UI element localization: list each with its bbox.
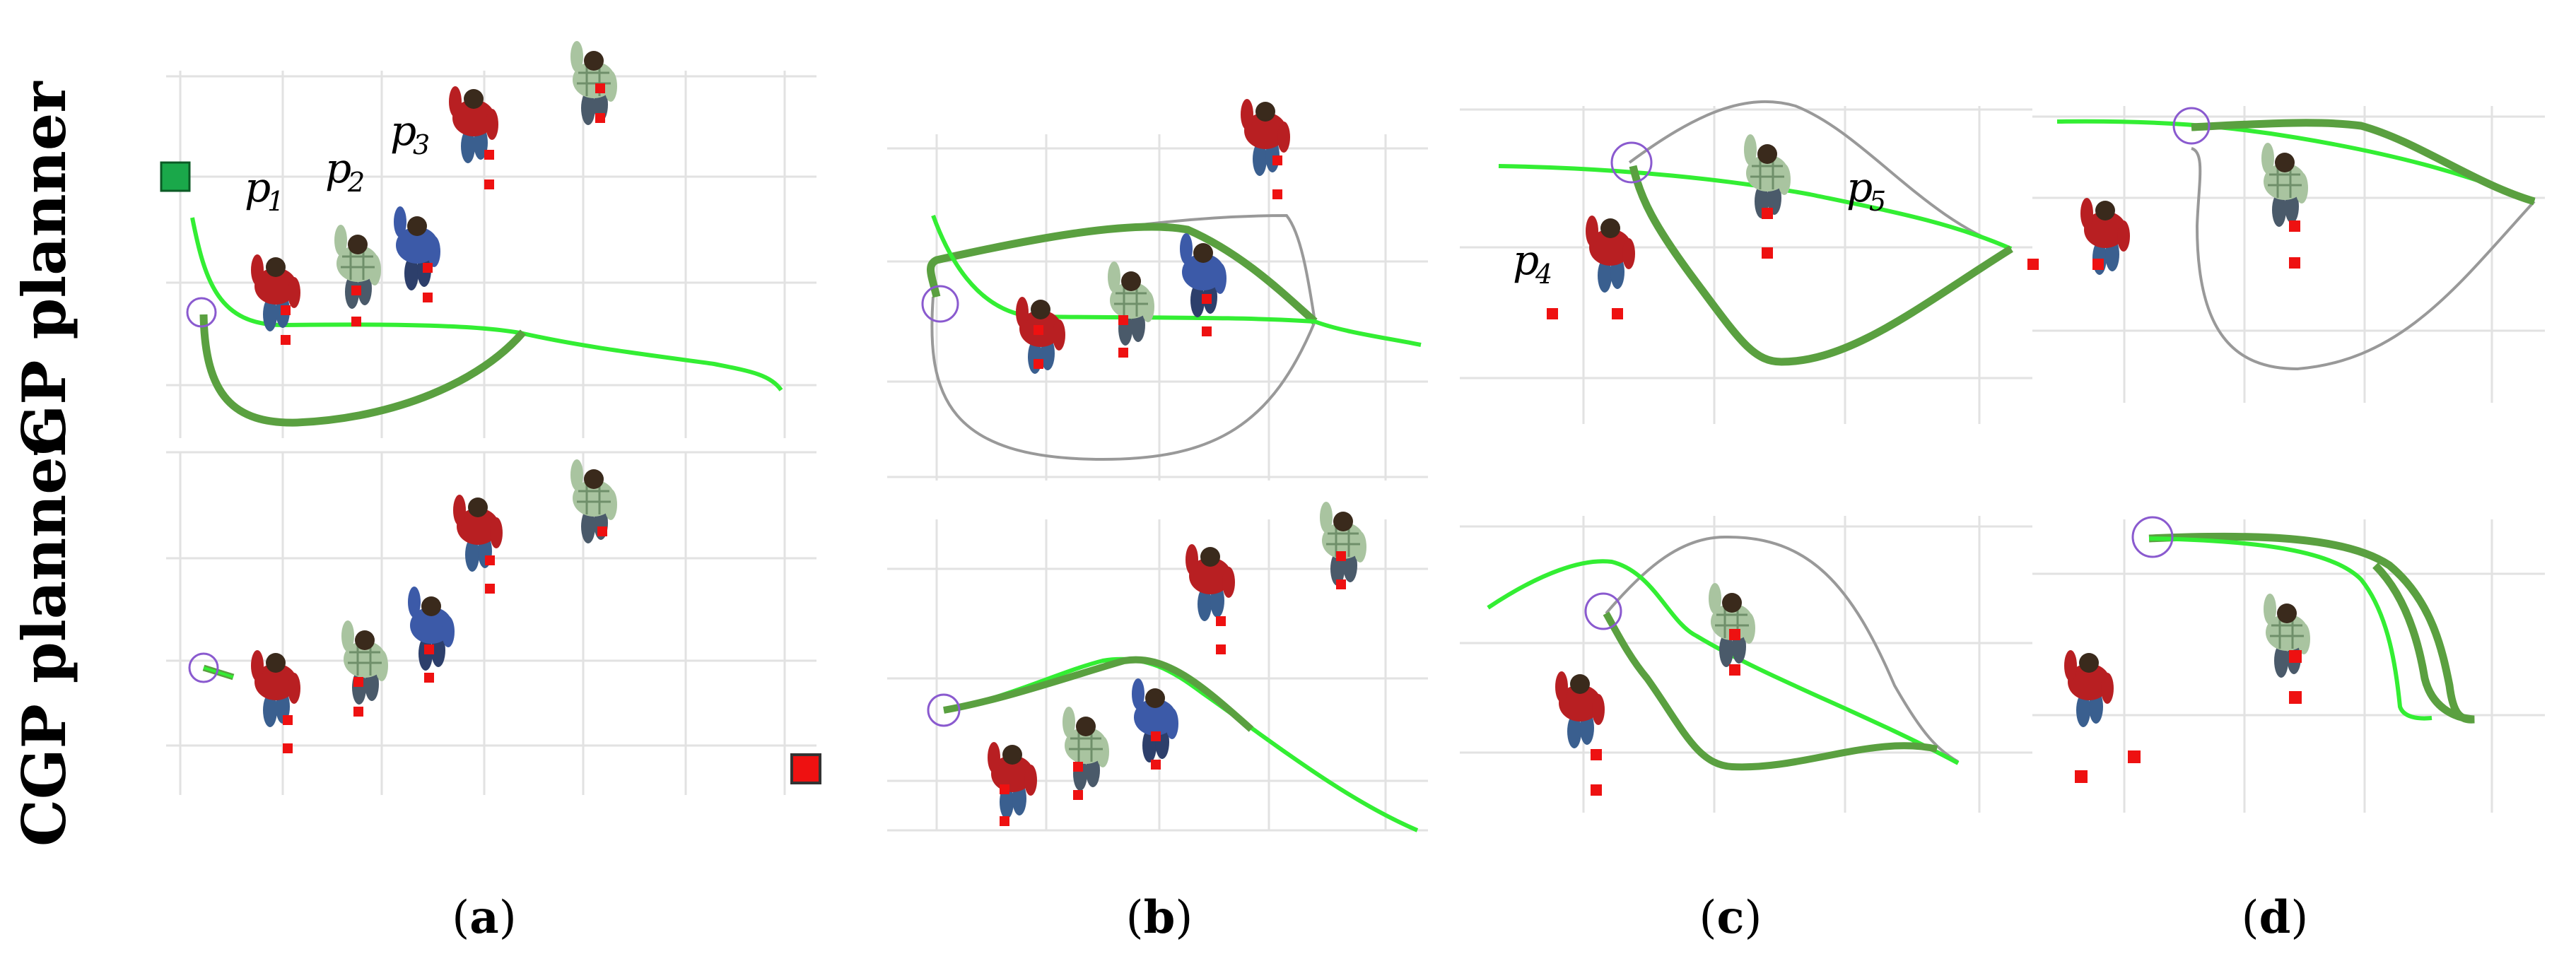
start-circle bbox=[927, 693, 961, 727]
pedestrian-p5 bbox=[569, 40, 619, 126]
path-gp-gray bbox=[1628, 100, 2012, 250]
path-cgp-dark bbox=[1603, 611, 1938, 771]
path-gp-dark bbox=[1629, 165, 2013, 366]
goal-markers-a-bottom bbox=[283, 526, 607, 753]
grid-b-top bbox=[887, 134, 1428, 481]
panel-c-bottom bbox=[1460, 516, 2032, 813]
path-cgp-light bbox=[1487, 559, 1960, 765]
goal-markers-c-bottom bbox=[1591, 629, 1740, 796]
pedestrian-p4 bbox=[1586, 216, 1635, 293]
caption-a: (a) bbox=[452, 891, 516, 944]
pedestrian-p4 bbox=[2080, 198, 2130, 275]
svg-text:2: 2 bbox=[347, 167, 365, 198]
row-label-cgp: CGP planner bbox=[9, 424, 79, 847]
svg-text:4: 4 bbox=[1535, 259, 1552, 290]
goal-markers-d-top bbox=[2027, 220, 2300, 270]
path-cgp-dark bbox=[2148, 532, 2475, 724]
grid-b-bottom bbox=[887, 519, 1428, 832]
svg-text:p: p bbox=[245, 163, 271, 211]
goal-markers-b-bottom bbox=[1000, 551, 1346, 826]
goal-markers-b-top bbox=[1034, 155, 1282, 369]
svg-text:p: p bbox=[325, 144, 351, 192]
panel-a-top: p 1 p 2 p 3 bbox=[160, 40, 816, 438]
svg-text:(a): (a) bbox=[452, 891, 516, 944]
grid-c-top bbox=[1460, 106, 2032, 424]
start-circle bbox=[2172, 107, 2211, 145]
path-cgp-dark bbox=[943, 656, 1254, 732]
pedestrian-p2 bbox=[1106, 260, 1156, 346]
start-circle bbox=[1584, 592, 1622, 630]
pedestrian-p2 bbox=[333, 223, 382, 310]
goal-square bbox=[790, 753, 821, 784]
svg-text:p: p bbox=[1846, 163, 1873, 211]
path-gp-light bbox=[931, 214, 1422, 347]
start-circle bbox=[1610, 141, 1653, 184]
goal-markers-c-top bbox=[1547, 208, 1773, 319]
label-p4: p 4 bbox=[1513, 236, 1552, 290]
path-gp-gray bbox=[2191, 147, 2536, 371]
label-p2: p 2 bbox=[325, 144, 365, 198]
path-gp-light bbox=[190, 217, 783, 391]
row-label-gp: GP planner bbox=[9, 81, 79, 456]
start-circle bbox=[188, 652, 219, 683]
svg-text:(d): (d) bbox=[2242, 891, 2309, 944]
start-circle bbox=[2131, 516, 2174, 558]
svg-text:5: 5 bbox=[1869, 186, 1886, 217]
label-p3: p 3 bbox=[390, 107, 430, 160]
panel-a-bottom bbox=[166, 451, 821, 795]
pedestrian-p4 bbox=[453, 495, 503, 572]
pedestrian-p3 bbox=[408, 587, 455, 671]
grid-a-bottom bbox=[166, 451, 816, 795]
pedestrian-p5 bbox=[1318, 500, 1368, 587]
pedestrian-p1 bbox=[251, 254, 300, 331]
start-square bbox=[160, 161, 191, 192]
label-p1: p 1 bbox=[245, 163, 284, 217]
pedestrian-p4 bbox=[1241, 99, 1290, 176]
pedestrian-p5 bbox=[2260, 141, 2309, 228]
caption-c: (c) bbox=[1699, 891, 1762, 944]
pedestrian-p2 bbox=[1061, 705, 1111, 791]
svg-text:p: p bbox=[390, 107, 416, 155]
panel-d-bottom bbox=[2032, 516, 2545, 813]
panel-b-top bbox=[887, 99, 1428, 481]
pedestrian-p1 bbox=[988, 742, 1037, 819]
pedestrian-p3 bbox=[394, 206, 440, 290]
path-gp-dark bbox=[2191, 119, 2536, 206]
path-cgp-light bbox=[2148, 536, 2432, 721]
svg-text:(b): (b) bbox=[1126, 891, 1193, 944]
path-gp-gray bbox=[930, 213, 1317, 461]
panel-b-bottom bbox=[887, 500, 1428, 832]
pedestrian-p4 bbox=[1185, 544, 1235, 621]
pedestrian-p4 bbox=[1555, 671, 1605, 748]
pedestrian-p5 bbox=[569, 458, 619, 544]
grid-d-top bbox=[2032, 106, 2545, 403]
panel-d-top bbox=[2027, 106, 2545, 403]
svg-text:(c): (c) bbox=[1699, 891, 1762, 944]
svg-text:1: 1 bbox=[267, 186, 284, 217]
svg-text:3: 3 bbox=[413, 129, 430, 160]
grid-c-bottom bbox=[1460, 516, 2032, 813]
pedestrian-p5 bbox=[2262, 592, 2312, 678]
start-circle bbox=[186, 297, 217, 328]
path-cgp-light bbox=[943, 656, 1419, 832]
label-p5: p 5 bbox=[1846, 163, 1886, 217]
pedestrian-p5 bbox=[1707, 582, 1757, 668]
goal-markers-d-bottom bbox=[2075, 650, 2302, 783]
caption-b: (b) bbox=[1126, 891, 1193, 944]
caption-d: (d) bbox=[2242, 891, 2309, 944]
path-cgp-gray bbox=[1605, 535, 1960, 763]
panel-c-top: p 4 p 5 bbox=[1460, 100, 2032, 424]
svg-text:p: p bbox=[1513, 236, 1539, 284]
path-gp-dark bbox=[927, 223, 1318, 325]
pedestrian-p3 bbox=[1132, 678, 1178, 762]
start-circle bbox=[921, 285, 959, 323]
goal-markers-a-top bbox=[281, 83, 605, 345]
path-gp-dark bbox=[199, 314, 527, 427]
path-gp-light bbox=[1498, 164, 2013, 251]
pedestrian-p5 bbox=[1743, 133, 1792, 219]
